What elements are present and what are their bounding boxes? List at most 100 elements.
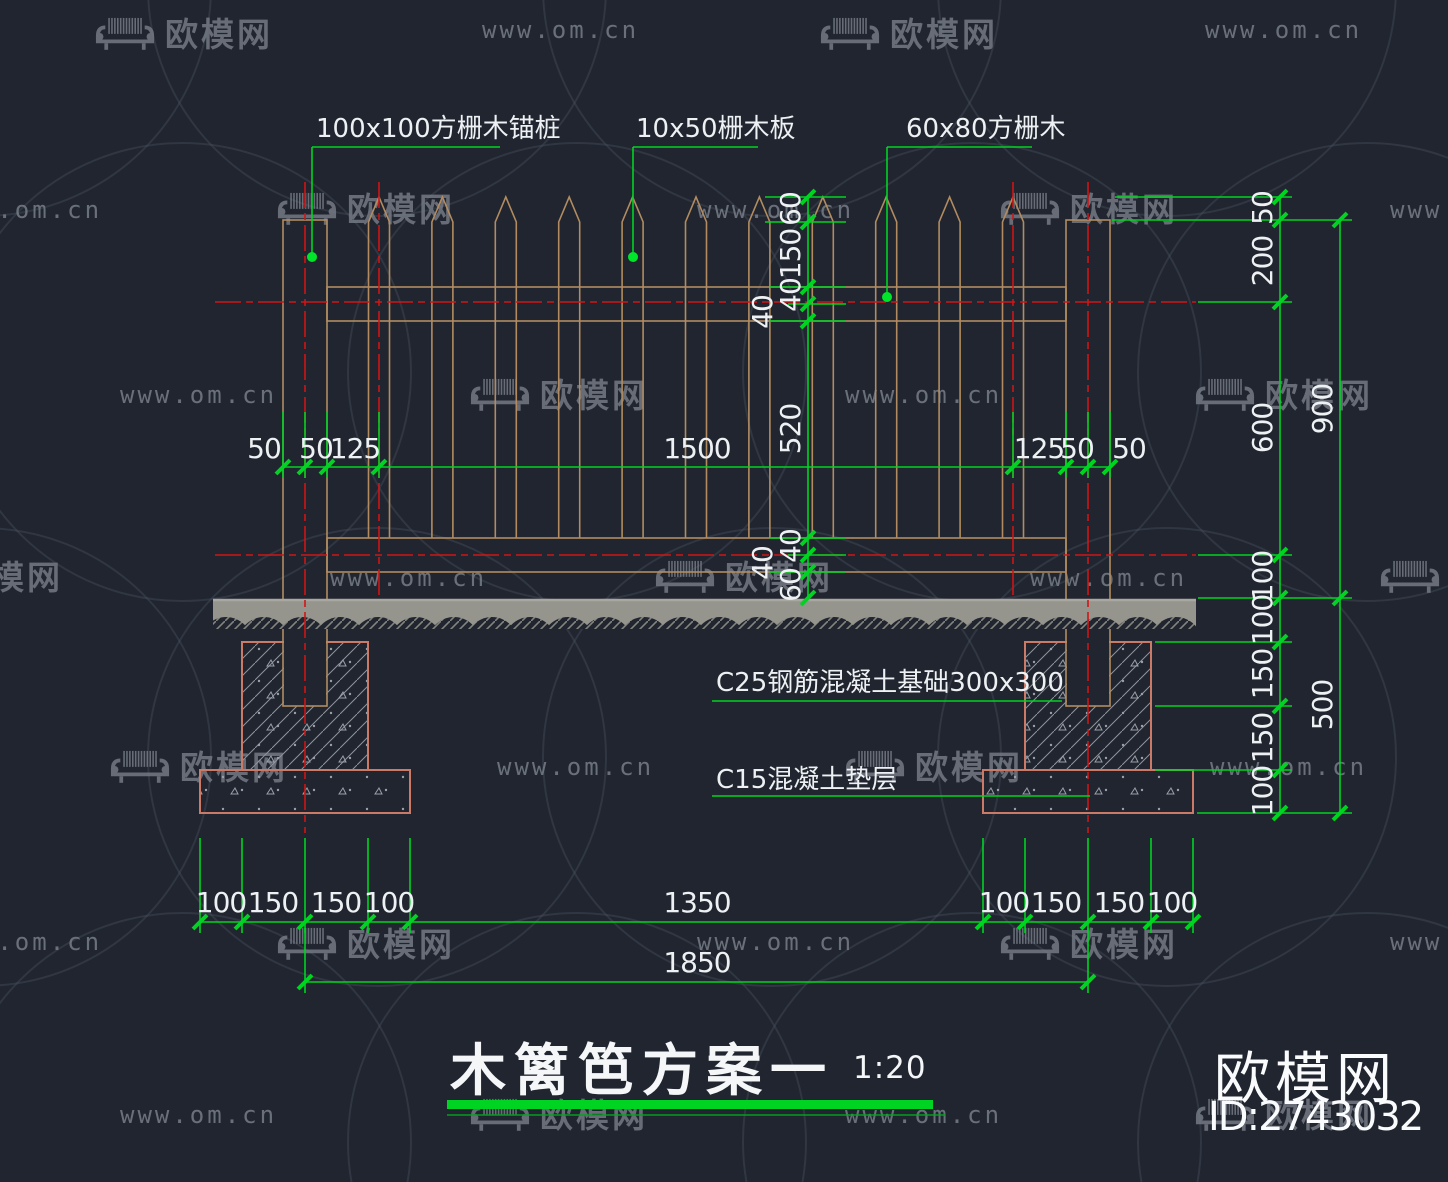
dim-label: 40	[774, 529, 807, 563]
rail-top	[326, 286, 1067, 322]
watermark-url: www.om.cn	[1205, 16, 1363, 44]
watermark-url: www.om.cn	[0, 928, 103, 956]
dim-label: 50	[1112, 432, 1146, 465]
watermark-logo: 欧模网	[1195, 1089, 1373, 1137]
dim-label: 900	[1306, 384, 1339, 434]
watermark-url: www.om.cn	[845, 381, 1003, 409]
drawing-scale: 1:20	[853, 1050, 927, 1086]
pickets	[367, 194, 1025, 538]
sofa-icon	[470, 378, 530, 411]
picket	[748, 194, 771, 538]
ground-band	[213, 598, 1196, 629]
dim-label: 100	[1246, 551, 1279, 601]
watermark-brand-text: 欧模网	[347, 925, 455, 964]
watermark-brand-text: 欧模网	[540, 376, 648, 415]
sofa-icon	[277, 927, 337, 960]
dim-label: 520	[774, 404, 807, 454]
picket	[557, 194, 581, 538]
sofa-icon	[95, 17, 155, 50]
dim-label: 100	[1246, 766, 1279, 816]
dim-label: 40	[774, 278, 807, 312]
watermark-url: www.om.cn	[1390, 196, 1448, 224]
picket	[494, 194, 518, 538]
watermark-brand-text: 欧模网	[1265, 1096, 1373, 1135]
watermark-logo: 欧模网	[277, 918, 455, 966]
dim-label: 125	[1014, 432, 1064, 465]
watermark-url: www.om.cn	[0, 196, 103, 224]
watermark-logo: 欧模网	[820, 8, 998, 56]
watermark-logo: 欧模网	[277, 183, 455, 231]
picket	[938, 194, 961, 538]
dim-label: 100	[364, 886, 414, 919]
dim-label: 150	[1094, 886, 1144, 919]
dim-label: 50	[299, 432, 333, 465]
watermark-logo: 欧模网	[1195, 369, 1373, 417]
watermark-logo: 欧模网	[845, 741, 1023, 789]
dim-label-total: 1850	[663, 946, 730, 979]
picket	[811, 194, 835, 538]
watermark-logo: 欧模网	[95, 8, 273, 56]
dim-label: 100	[1147, 886, 1197, 919]
dim-label: 50	[1246, 191, 1279, 225]
dim-label: 500	[1306, 680, 1339, 730]
dim-label: 1500	[663, 432, 730, 465]
watermark-url: www.om.cn	[1390, 928, 1448, 956]
dim-label: 50	[247, 432, 281, 465]
sofa-icon	[1000, 927, 1060, 960]
brand-logo-text: 欧模网	[1214, 1047, 1397, 1112]
watermark-logo: 欧模网	[655, 551, 833, 599]
picket	[684, 194, 708, 538]
dim-label: 600	[1246, 403, 1279, 453]
sofa-icon	[820, 17, 880, 50]
dim-label: 150	[1031, 886, 1081, 919]
watermark-brand-text: 欧模网	[0, 558, 63, 597]
watermark-brand-text: 欧模网	[890, 15, 998, 54]
callout-post: 100x100方栅木锚桩	[316, 114, 561, 144]
watermark-url: www.om.cn	[1210, 753, 1368, 781]
dim-label: 150	[311, 886, 361, 919]
watermark-brand-text: 欧模网	[165, 15, 273, 54]
watermark-url: www.om.cn	[120, 381, 278, 409]
watermark-url: www.om.cn	[120, 1101, 278, 1129]
dim-label: 150	[1246, 649, 1279, 699]
centerlines	[215, 182, 1196, 833]
watermark-url: www.om.cn	[697, 196, 855, 224]
drawing-title: 木篱笆方案一	[450, 1039, 834, 1104]
dim-label: 100	[979, 886, 1029, 919]
sofa-icon	[1195, 378, 1255, 411]
sofa-icon	[110, 750, 170, 783]
sofa-icon	[1000, 192, 1060, 225]
sofa-icon	[845, 750, 905, 783]
watermark-brand-text: 欧模网	[725, 558, 833, 597]
note-foundation: C25钢筋混凝土基础300x300	[716, 668, 1064, 698]
watermark-logo: 欧模网	[0, 551, 63, 599]
callout-texts: 100x100方栅木锚桩 10x50栅木板 60x80方栅木 C25钢筋混凝土基…	[316, 114, 1066, 795]
watermark-url: www.om.cn	[497, 753, 655, 781]
watermark-logo: 欧模网	[470, 369, 648, 417]
note-cushion: C15混凝土垫层	[716, 765, 897, 795]
watermark-brand-text: 欧模网	[347, 190, 455, 229]
watermark-url: www.om.cn	[1030, 564, 1188, 592]
picket	[431, 194, 454, 538]
sofa-icon	[1380, 560, 1440, 593]
dim-label: 40	[746, 295, 779, 329]
watermark-logo: 欧模网	[1380, 551, 1448, 599]
title-underline-thin	[447, 1114, 945, 1116]
title-underline-bar	[447, 1100, 933, 1109]
dimension-lines	[191, 146, 1352, 993]
dim-label: 100	[196, 886, 246, 919]
leader-dots	[307, 252, 892, 302]
dim-label: 60	[774, 568, 807, 602]
background-circle	[937, 527, 1397, 987]
dim-label: 1350	[663, 886, 730, 919]
watermark-url: www.om.cn	[697, 928, 855, 956]
dim-label: 200	[1246, 236, 1279, 286]
watermark-brand-text: 欧模网	[1265, 376, 1373, 415]
drawing-id: ID:2743032	[1208, 1094, 1424, 1140]
dim-label: 100	[1246, 595, 1279, 645]
dim-label: 40	[746, 546, 779, 580]
sofa-icon	[1195, 1098, 1255, 1131]
dimension-texts: 50 50 125 1500 125 50 50 50 200 600 100 …	[196, 191, 1339, 979]
